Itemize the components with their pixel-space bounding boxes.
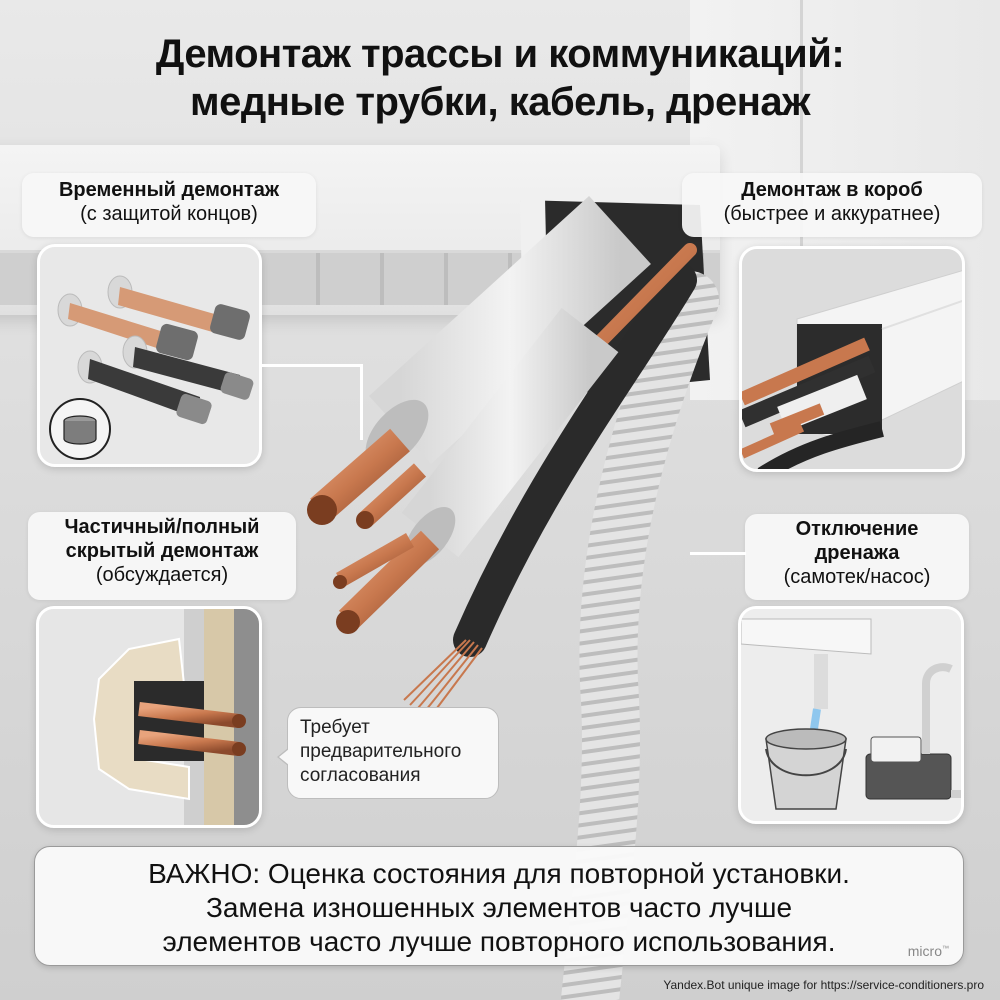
note-line-2: предварительного [300,741,462,762]
label-subtitle: (самотек/насос) [783,566,931,588]
label-duct-dismantling: Демонтаж в короб (быстрее и аккуратнее) [682,173,982,237]
important-notice: ВАЖНО: Оценка состояния для повторной ус… [34,846,964,966]
note-line-1: Требует [300,717,370,738]
wall-cutout-pipes-image [39,609,259,825]
label-title: Временный демонтаж [58,179,279,201]
cable-channel-image [742,249,962,469]
watermark: Yandex.Bot unique image for https://serv… [663,978,984,992]
label-title-line-1: Частичный/полный [64,516,260,538]
label-title: Демонтаж в короб [741,179,923,201]
page-title: Демонтаж трассы и коммуникаций: медные т… [0,30,1000,126]
brand-logo: micro™ [907,943,949,959]
label-title-line-2: скрытый демонтаж [65,540,259,562]
panel-temporary-dismantling [37,244,262,467]
panel-duct-dismantling [739,246,965,472]
wall-corner-line [800,0,803,260]
connector-line-drain [690,552,746,555]
important-line-2: Замена изношенных элементов часто лучше [205,892,793,923]
important-line-1: ВАЖНО: Оценка состояния для повторной ус… [148,858,850,889]
label-subtitle: (быстрее и аккуратнее) [723,203,941,225]
panel-drain-disconnect [738,606,964,824]
title-line-1: Демонтаж трассы и коммуникаций: [155,32,845,76]
title-line-2: медные трубки, кабель, дренаж [190,80,810,124]
cap-icon [49,398,111,460]
label-title-line-2: дренажа [814,542,900,564]
capped-pipes-image [40,247,259,464]
note-line-3: согласования [300,765,421,786]
panel-hidden-dismantling [36,606,262,828]
connector-line-temporary-vertical [360,364,363,440]
connector-line-temporary [262,364,362,367]
label-drain-disconnect: Отключение дренажа (самотек/насос) [745,514,969,600]
bucket-and-pump-image [741,609,961,821]
label-title-line-1: Отключение [795,518,919,540]
label-temporary-dismantling: Временный демонтаж (с защитой концов) [22,173,316,237]
label-subtitle: (с защитой концов) [80,203,258,225]
label-hidden-dismantling: Частичный/полный скрытый демонтаж (обсуж… [28,512,296,600]
important-line-3: элементов часто лучше повторного использ… [162,926,836,957]
note-requires-approval: Требует предварительного согласования [277,707,499,799]
label-subtitle: (обсуждается) [95,564,229,586]
